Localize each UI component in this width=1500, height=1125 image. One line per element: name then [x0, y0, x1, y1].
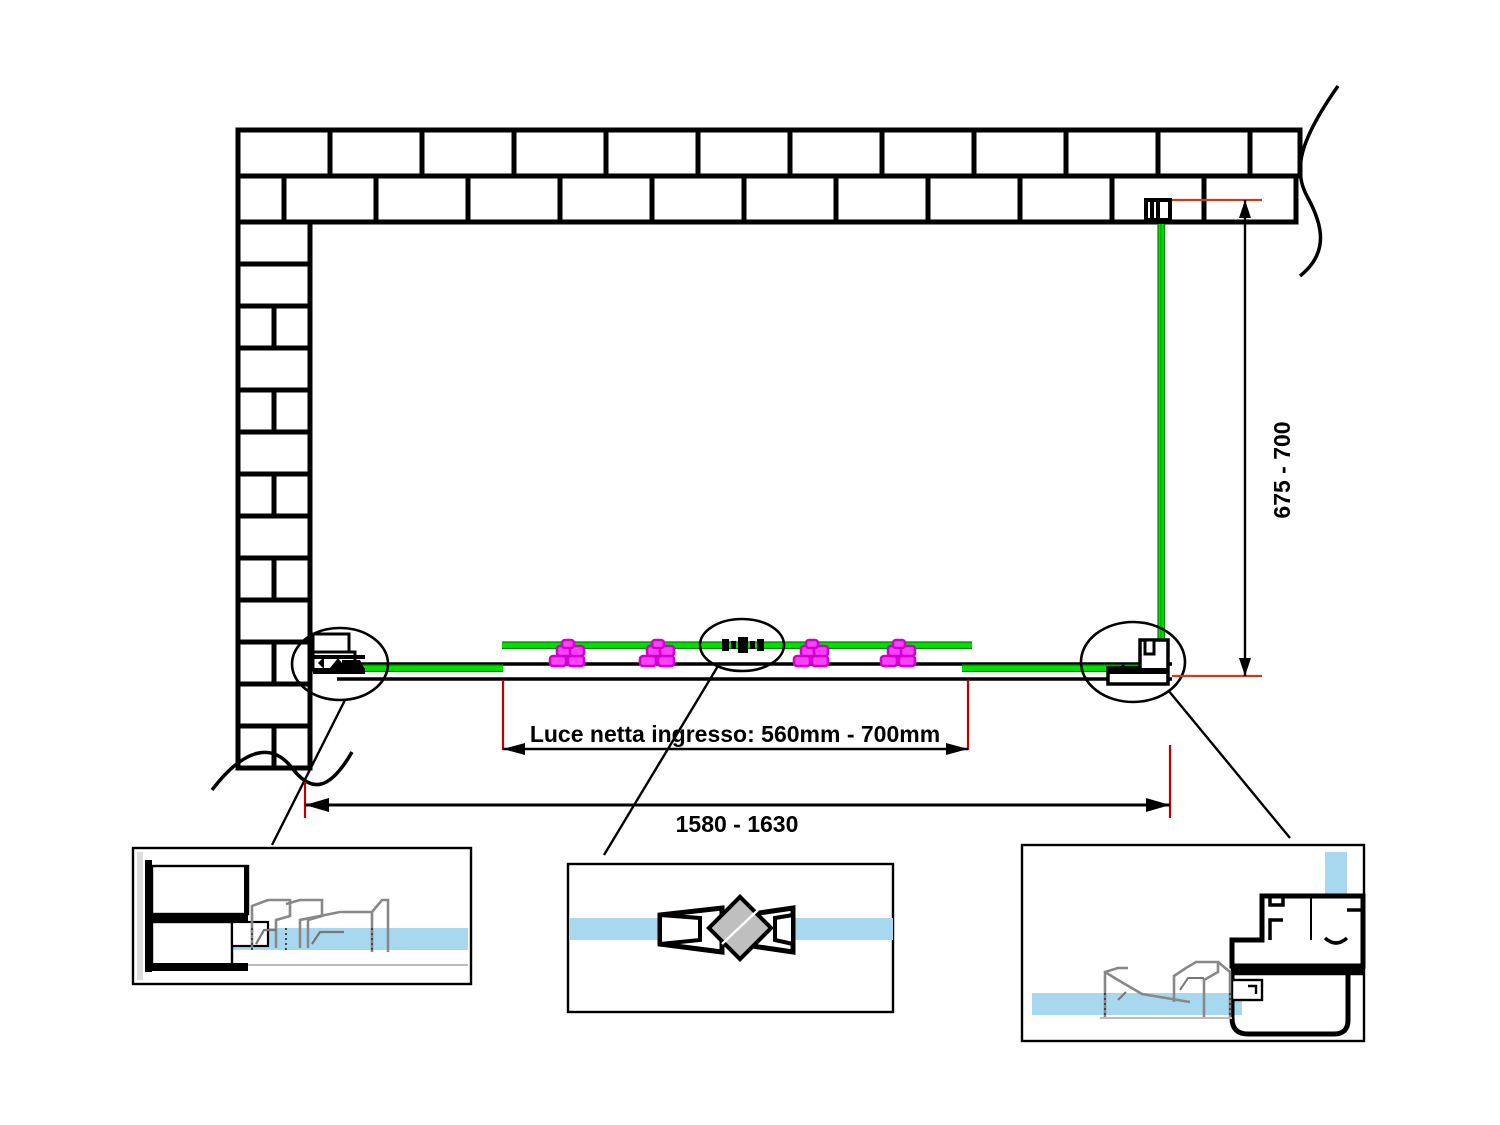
door-handle-mark [722, 637, 764, 653]
entry-dimension-label: Luce netta ingresso: 560mm - 700mm [530, 721, 940, 747]
detail-circles [290, 617, 1187, 704]
dimension-entry-clearance: Luce netta ingresso: 560mm - 700mm [501, 680, 970, 755]
break-line-bottom-left [210, 750, 354, 792]
leader-right [1167, 689, 1291, 839]
dimension-overall-width: 1580 - 1630 [303, 745, 1172, 837]
left-wall-profile-plan [311, 632, 365, 674]
roller-assembly-group [548, 638, 917, 668]
brick-wall-top [235, 127, 1303, 225]
roller [792, 638, 830, 668]
magnet-block [706, 894, 774, 962]
leader-center [602, 665, 720, 856]
dimension-depth: 675 - 700 [1172, 198, 1295, 678]
glass-band-right [770, 918, 893, 940]
overall-width-label: 1580 - 1630 [676, 811, 799, 837]
roller [548, 638, 586, 668]
glass-band-horizontal [1032, 993, 1242, 1015]
side-glass-panel [1157, 218, 1166, 660]
seal-profile-left [657, 905, 725, 955]
break-line-right [1298, 84, 1340, 278]
roller [638, 638, 676, 668]
brick-wall-left [235, 219, 313, 771]
bottom-track-lines [310, 662, 1172, 681]
detail-circle-left [290, 626, 390, 702]
roller [879, 638, 917, 668]
bracket-base [1146, 218, 1172, 224]
inset-center-magnetic-seal [566, 862, 895, 1014]
detail-leader-lines [270, 665, 1291, 856]
depth-dimension-label: 675 - 700 [1269, 421, 1295, 518]
detail-circle-right [1079, 620, 1187, 704]
inset-left-wall-profile [131, 846, 473, 986]
right-corner-profile-plan [1106, 638, 1170, 686]
detail-circle-center [698, 617, 786, 673]
inset-right-corner-profile [1020, 843, 1366, 1043]
leader-left [270, 699, 347, 846]
wall-inner-face [307, 219, 1296, 768]
profile-extrusion [250, 898, 390, 952]
